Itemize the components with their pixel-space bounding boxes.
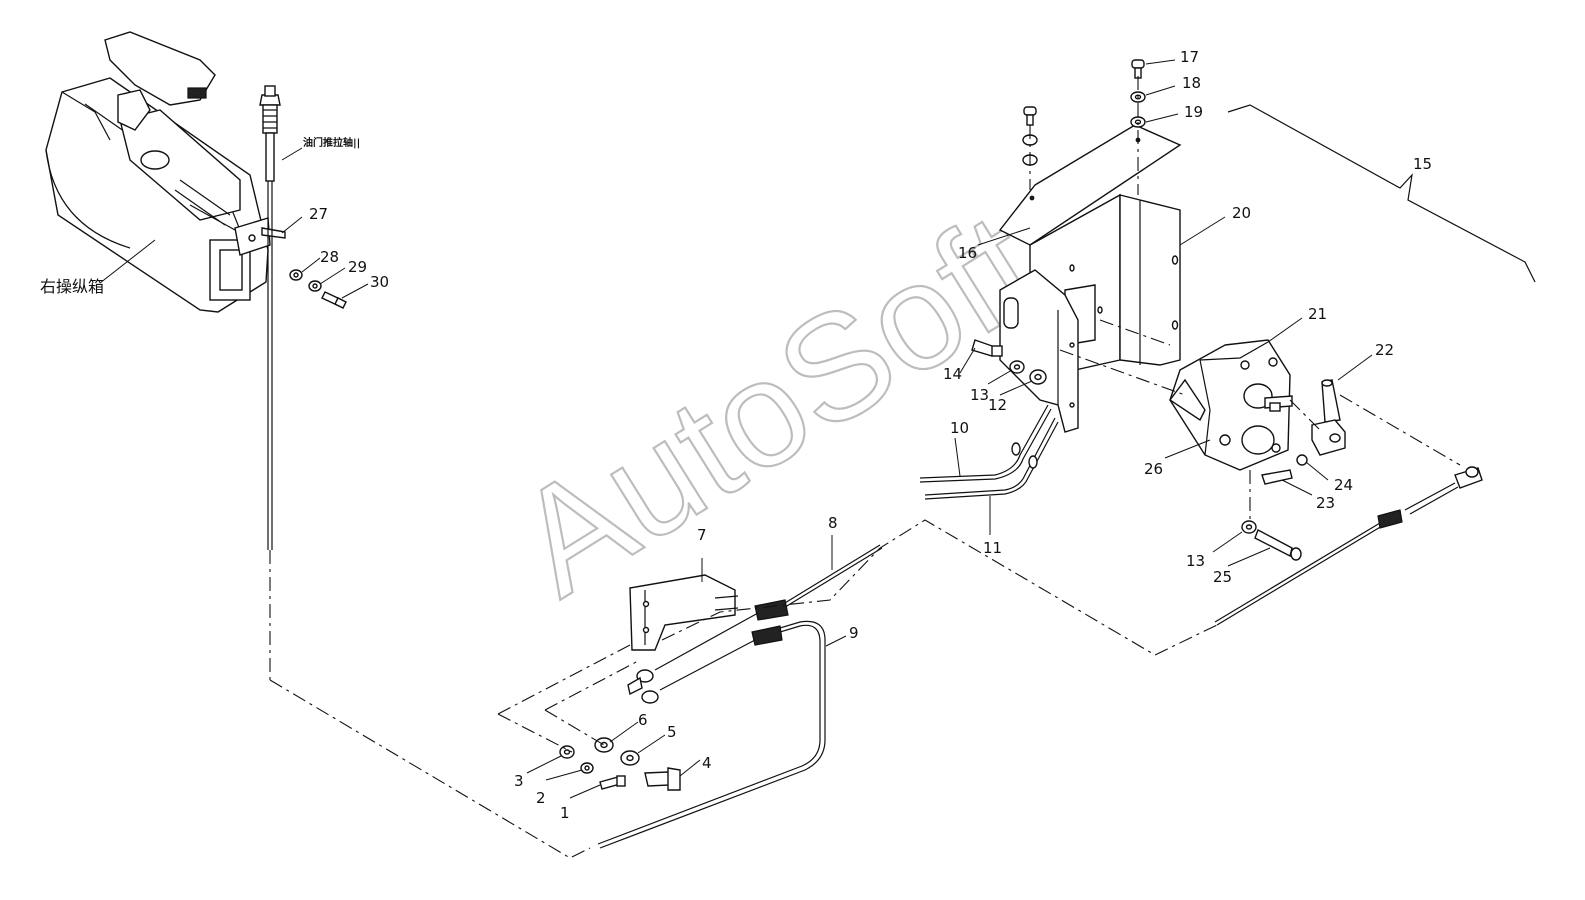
assembly-lines	[269, 76, 1461, 859]
label-18: 18	[1182, 74, 1201, 92]
label-24: 24	[1334, 476, 1353, 494]
label-27: 27	[309, 205, 328, 223]
label-8: 8	[828, 514, 838, 532]
label-11: 11	[983, 539, 1002, 557]
mount-plate-12	[999, 269, 1079, 433]
bracket-7	[629, 574, 739, 651]
leader-lines	[281, 59, 1373, 799]
label-29: 29	[348, 258, 367, 276]
washer-2	[580, 762, 594, 774]
bolt-4	[644, 767, 681, 791]
throttle-cable-label: 油门推拉轴||	[303, 136, 360, 149]
washer-3	[559, 745, 575, 759]
washer-24	[1296, 454, 1308, 466]
label-19: 19	[1184, 103, 1203, 121]
label-5: 5	[667, 723, 677, 741]
label-7: 7	[697, 526, 707, 544]
label-2: 2	[536, 789, 546, 807]
label-30: 30	[370, 273, 389, 291]
part-labels: 1 2 3 4 5 6 7 8 9 10 11 12 13 13 14 15 1…	[309, 48, 1432, 822]
label-1: 1	[560, 804, 570, 822]
assembly-bracket-15	[1227, 104, 1536, 283]
bolt-30	[321, 291, 347, 309]
screw-17	[1131, 59, 1145, 79]
gearbox-21	[1168, 339, 1293, 471]
cable-9	[597, 620, 826, 849]
lever-22	[1311, 379, 1346, 456]
label-22: 22	[1375, 341, 1394, 359]
washer-29	[308, 280, 322, 292]
right-control-console: 右操纵箱	[40, 31, 269, 313]
label-3: 3	[514, 772, 524, 790]
label-9: 9	[849, 624, 859, 642]
bolt-23	[1261, 469, 1293, 485]
label-10: 10	[950, 419, 969, 437]
cable-right	[1214, 466, 1483, 626]
label-20: 20	[1232, 204, 1251, 222]
bolt-25	[1254, 529, 1302, 561]
label-26: 26	[1144, 460, 1163, 478]
bolt-14	[971, 339, 1003, 357]
washer-28	[289, 269, 303, 281]
label-21: 21	[1308, 305, 1327, 323]
label-15: 15	[1413, 155, 1432, 173]
cable-10	[919, 404, 1052, 483]
label-14: 14	[943, 365, 962, 383]
washer-6	[594, 737, 614, 753]
washer-5	[620, 750, 640, 766]
bolt-1	[599, 775, 626, 790]
right-console-label: 右操纵箱	[40, 277, 104, 296]
throttle-push-pull-cable: 油门推拉轴||	[259, 85, 360, 680]
label-16: 16	[958, 244, 977, 262]
washer-13b	[1241, 520, 1257, 534]
label-12: 12	[988, 396, 1007, 414]
label-25: 25	[1213, 568, 1232, 586]
nut-12	[1029, 369, 1047, 385]
label-17: 17	[1180, 48, 1199, 66]
bracket-27	[234, 217, 286, 256]
washer-13	[1009, 360, 1025, 374]
label-6: 6	[638, 711, 648, 729]
cable-8	[636, 544, 883, 683]
label-23: 23	[1316, 494, 1335, 512]
cable-11	[924, 417, 1059, 500]
label-28: 28	[320, 248, 339, 266]
label-13a: 13	[970, 386, 989, 404]
label-13b: 13	[1186, 552, 1205, 570]
label-4: 4	[702, 754, 712, 772]
